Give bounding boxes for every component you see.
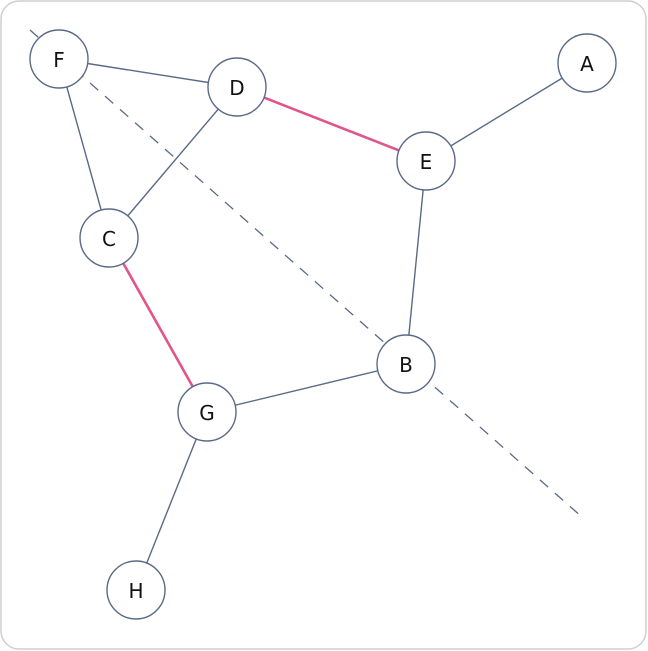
node-circle-f <box>29 29 89 89</box>
node-e: E <box>396 131 456 191</box>
edge-a-e <box>425 62 588 162</box>
node-circle-d <box>207 57 267 117</box>
node-label-b: B <box>399 353 413 377</box>
node-d: D <box>207 57 267 117</box>
node-circle-e <box>396 131 456 191</box>
node-label-f: F <box>53 48 65 72</box>
node-b: B <box>376 334 436 394</box>
node-circle-a <box>557 33 617 93</box>
edge-d-e <box>236 85 427 163</box>
node-circle-h <box>106 560 166 620</box>
node-g: G <box>177 382 237 442</box>
dashed-cut-line <box>29 29 583 518</box>
node-a: A <box>557 33 617 93</box>
edge-c-g <box>107 237 209 413</box>
edge-layer <box>58 58 588 591</box>
node-circle-g <box>177 382 237 442</box>
node-label-d: D <box>229 76 244 100</box>
node-circle-b <box>376 334 436 394</box>
node-label-c: C <box>102 227 116 251</box>
edge-d-c <box>108 86 238 239</box>
node-c: C <box>79 208 139 268</box>
node-f: F <box>29 29 89 89</box>
edge-e-b <box>405 160 427 365</box>
node-circle-c <box>79 208 139 268</box>
node-layer: F D A E C B G H <box>29 29 617 620</box>
cut-line-layer <box>29 29 583 518</box>
edge-f-c <box>58 58 110 239</box>
edge-f-d <box>58 58 238 88</box>
node-label-h: H <box>128 579 143 603</box>
node-label-a: A <box>580 52 594 76</box>
edge-g-h <box>135 411 208 591</box>
node-label-g: G <box>199 401 215 425</box>
edge-g-b <box>206 363 407 413</box>
node-h: H <box>106 560 166 620</box>
node-label-e: E <box>420 150 433 174</box>
